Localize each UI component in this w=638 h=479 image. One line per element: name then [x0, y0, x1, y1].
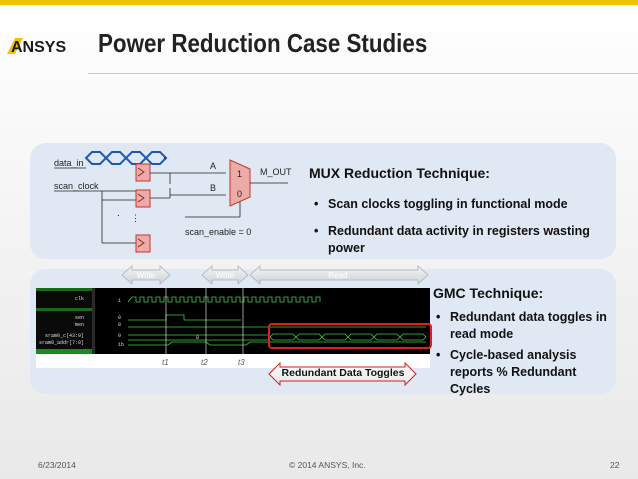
mux-bullets: •Scan clocks toggling in functional mode… [312, 196, 612, 257]
time-label: t3 [238, 358, 245, 367]
signal-value: 0 [118, 333, 121, 339]
time-label: t2 [201, 358, 208, 367]
read-bus-toggles [269, 333, 427, 341]
ansys-logo-graphic: ANSYS [7, 38, 66, 56]
signal-name: men [75, 322, 84, 328]
signal-name: clk [75, 296, 84, 302]
signal-name: sen [75, 315, 84, 321]
register [135, 163, 151, 253]
gmc-bullets: •Redundant data toggles in read mode •Cy… [434, 309, 614, 398]
logo-text: ANSYS [11, 39, 66, 56]
redundant-callout-label: Redundant Data Toggles [281, 367, 405, 379]
write-arrow-1 [121, 265, 171, 285]
bullet-text: Redundant data activity in registers was… [328, 224, 590, 255]
mux-diagram: data_in scan_clock [54, 151, 292, 253]
mux-symbol [229, 159, 251, 207]
mux-panel [30, 143, 616, 259]
signal-value: 0 [118, 322, 121, 328]
bullet-item: •Redundant data activity in registers wa… [314, 224, 590, 255]
bullet-item: •Cycle-based analysis reports % Redundan… [436, 348, 577, 396]
mux-input-1: 1 [237, 169, 242, 179]
title-divider [88, 73, 638, 74]
ansys-logo: ANSYS [7, 36, 73, 56]
top-accent-bar [0, 0, 638, 5]
bullet-text: Scan clocks toggling in functional mode [328, 197, 568, 211]
gmc-heading: GMC Technique: [433, 285, 544, 301]
footer-date: 6/23/2014 [38, 460, 76, 470]
footer-copyright: © 2014 ANSYS, Inc. [289, 460, 366, 470]
data-waveform [84, 151, 168, 165]
bus-value: 8 [196, 335, 199, 341]
mux-heading: MUX Reduction Technique: [309, 165, 490, 181]
label-a: A [210, 161, 216, 171]
ellipsis-dot: . [117, 208, 120, 219]
signal-name: sram0_addr[7:0] [39, 340, 84, 346]
page-number: 22 [610, 460, 620, 470]
signal-value: 0 [118, 315, 121, 321]
scan-enable-label: scan_enable = 0 [185, 227, 251, 237]
bullet-item: •Redundant data toggles in read mode [436, 310, 607, 341]
time-label: t1 [162, 358, 169, 367]
signal-value: 1b [118, 342, 124, 348]
data-in-label: data_in [54, 158, 84, 168]
phase-arrows: Write Write Read [121, 265, 429, 285]
bullet-text: Redundant data toggles in read mode [450, 310, 607, 341]
mux-input-0: 0 [237, 189, 242, 199]
vertical-ellipsis: ⋮ [131, 213, 140, 223]
slide-title: Power Reduction Case Studies [98, 28, 428, 58]
redundant-callout-arrow [268, 362, 417, 386]
bullet-item: •Scan clocks toggling in functional mode [314, 197, 568, 211]
write-arrow-2 [201, 265, 249, 285]
signal-value: 1 [118, 298, 121, 304]
scan-clock-label: scan_clock [54, 181, 99, 191]
write-label-1: Write [137, 271, 156, 280]
waveform-viewer: clk sen men sram0_c[43:0] sram0_addr[7:0… [36, 288, 430, 368]
read-label: Read [328, 271, 347, 280]
bullet-text: Cycle-based analysis reports % Redundant… [450, 348, 577, 396]
redundant-toggle-highlight [268, 323, 432, 349]
m-out-label: M_OUT [260, 167, 292, 177]
read-arrow [249, 265, 429, 285]
label-b: B [210, 183, 216, 193]
write-label-2: Write [216, 271, 235, 280]
signal-name: sram0_c[43:0] [45, 333, 84, 339]
